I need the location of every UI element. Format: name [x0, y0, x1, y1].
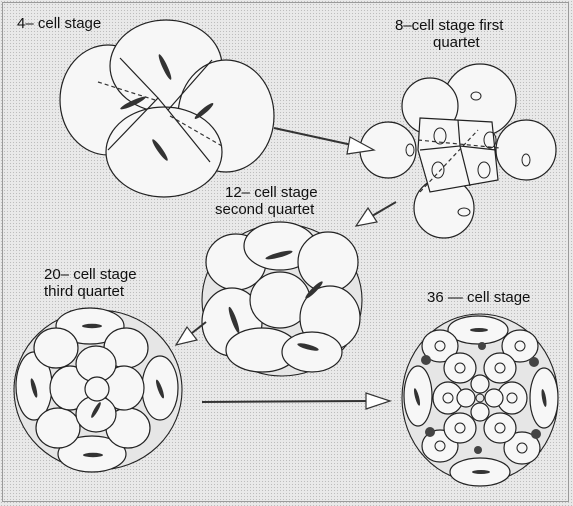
arrow-8-to-12	[356, 202, 396, 226]
arrow-12-to-20	[176, 322, 206, 345]
arrow-4-to-8	[274, 128, 374, 154]
label-twenty-cell-stage: 20– cell stage	[44, 266, 137, 283]
label-first-quartet: quartet	[433, 34, 480, 51]
label-third-quartet: third quartet	[44, 283, 124, 300]
label-second-quartet: second quartet	[215, 201, 314, 218]
four-cell-embryo	[60, 20, 274, 197]
thirty-six-cell-embryo	[402, 314, 558, 486]
label-four-cell-stage: 4– cell stage	[17, 15, 101, 32]
twenty-cell-embryo	[14, 308, 182, 472]
label-eight-cell-stage: 8–cell stage first	[395, 17, 503, 34]
arrow-20-to-36	[202, 393, 390, 409]
eight-cell-embryo	[360, 64, 556, 238]
twelve-cell-embryo	[202, 222, 362, 376]
label-thirty-six-cell-stage: 36 — cell stage	[427, 289, 530, 306]
label-twelve-cell-stage: 12– cell stage	[225, 184, 318, 201]
